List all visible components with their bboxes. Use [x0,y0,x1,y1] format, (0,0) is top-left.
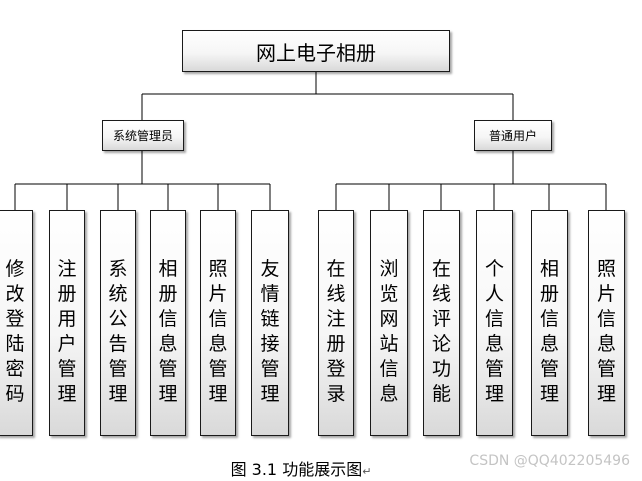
leaf-node-user-4: 个人信息管理 [476,210,513,436]
leaf-label: 相册信息管理 [539,258,559,405]
watermark: CSDN @QQ402205496 [469,453,630,469]
leaf-node-user-5: 相册信息管理 [531,210,568,436]
leaf-node-user-6: 照片信息管理 [588,210,625,436]
group-node-admin: 系统管理员 [102,120,184,151]
leaf-node-admin-3: 系统公告管理 [100,210,136,436]
figure-caption: 图 3.1 功能展示图↵ [0,456,642,480]
leaf-node-admin-6: 友情链接管理 [251,210,289,436]
leaf-node-admin-1: 修改登陆密码 [0,210,33,436]
leaf-node-user-3: 在线评论功能 [423,210,460,436]
leaf-label: 友情链接管理 [260,258,280,405]
group-label-admin: 系统管理员 [112,129,173,143]
leaf-label: 在线注册登录 [326,258,346,405]
leaf-label: 系统公告管理 [108,258,128,405]
leaf-node-admin-5: 照片信息管理 [200,210,236,436]
leaf-label: 照片信息管理 [208,258,228,405]
root-node: 网上电子相册 [182,30,450,72]
leaf-label: 注册用户管理 [57,258,77,405]
leaf-label: 照片信息管理 [596,258,616,405]
group-node-user: 普通用户 [474,120,552,151]
leaf-node-admin-2: 注册用户管理 [49,210,85,436]
leaf-label: 修改登陆密码 [5,258,25,405]
caption-text: 图 3.1 功能展示图 [230,460,363,479]
leaf-label: 相册信息管理 [158,258,178,405]
leaf-label: 个人信息管理 [484,258,504,405]
leaf-node-admin-4: 相册信息管理 [150,210,186,436]
leaf-node-user-1: 在线注册登录 [318,210,354,436]
leaf-label: 在线评论功能 [431,258,451,405]
root-label: 网上电子相册 [256,40,376,65]
group-label-user: 普通用户 [488,129,537,143]
paragraph-return-icon: ↵ [362,465,372,478]
leaf-node-user-2: 浏览网站信息 [370,210,408,436]
leaf-label: 浏览网站信息 [379,258,399,405]
